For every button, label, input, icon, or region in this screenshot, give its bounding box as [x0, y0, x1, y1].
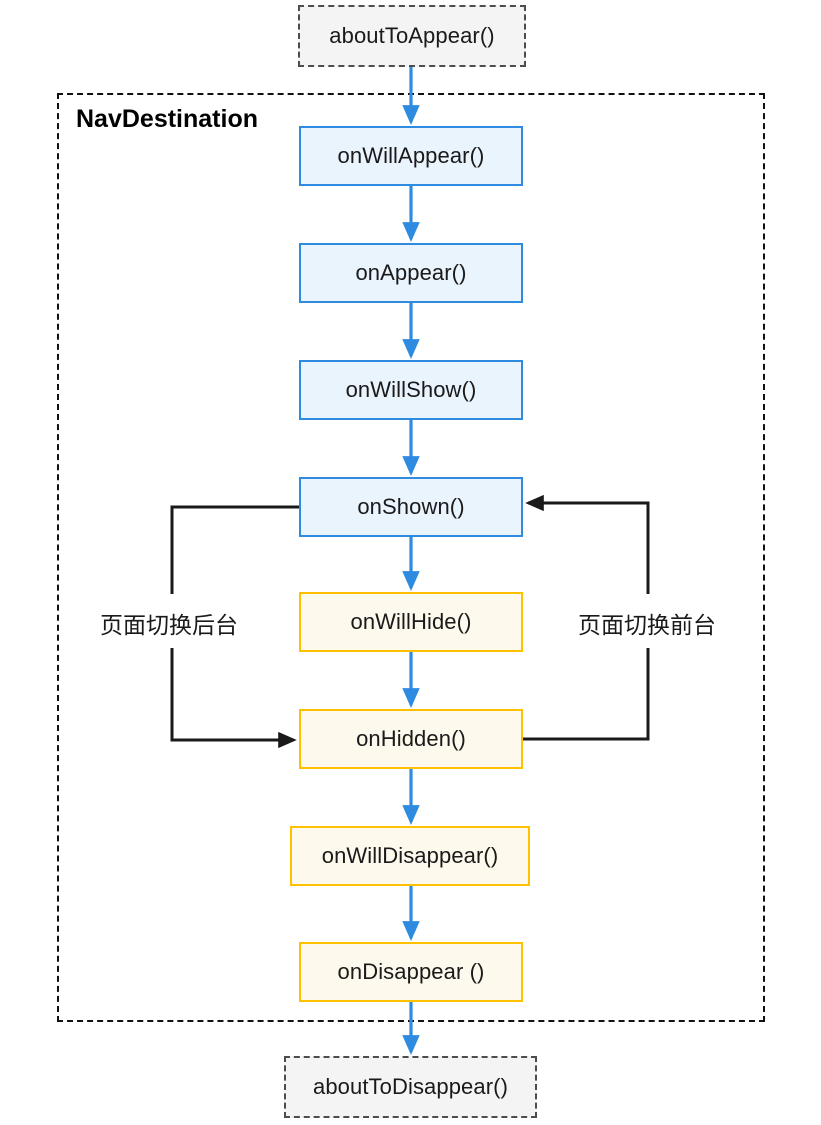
- edge-label-switch-to-foreground: 页面切换前台: [578, 612, 716, 638]
- node-onwillappear[interactable]: onWillAppear(): [299, 126, 523, 186]
- node-abouttoappear[interactable]: aboutToAppear(): [298, 5, 526, 67]
- node-onwillshow[interactable]: onWillShow(): [299, 360, 523, 420]
- edge-label-switch-to-background: 页面切换后台: [100, 612, 238, 638]
- node-ondisappear[interactable]: onDisappear (): [299, 942, 523, 1002]
- node-onappear[interactable]: onAppear(): [299, 243, 523, 303]
- navdestination-group-title: NavDestination: [76, 105, 258, 133]
- node-onhidden[interactable]: onHidden(): [299, 709, 523, 769]
- node-onshown[interactable]: onShown(): [299, 477, 523, 537]
- node-abouttodisappear[interactable]: aboutToDisappear(): [284, 1056, 537, 1118]
- node-onwillhide[interactable]: onWillHide(): [299, 592, 523, 652]
- node-onwilldisappear[interactable]: onWillDisappear(): [290, 826, 530, 886]
